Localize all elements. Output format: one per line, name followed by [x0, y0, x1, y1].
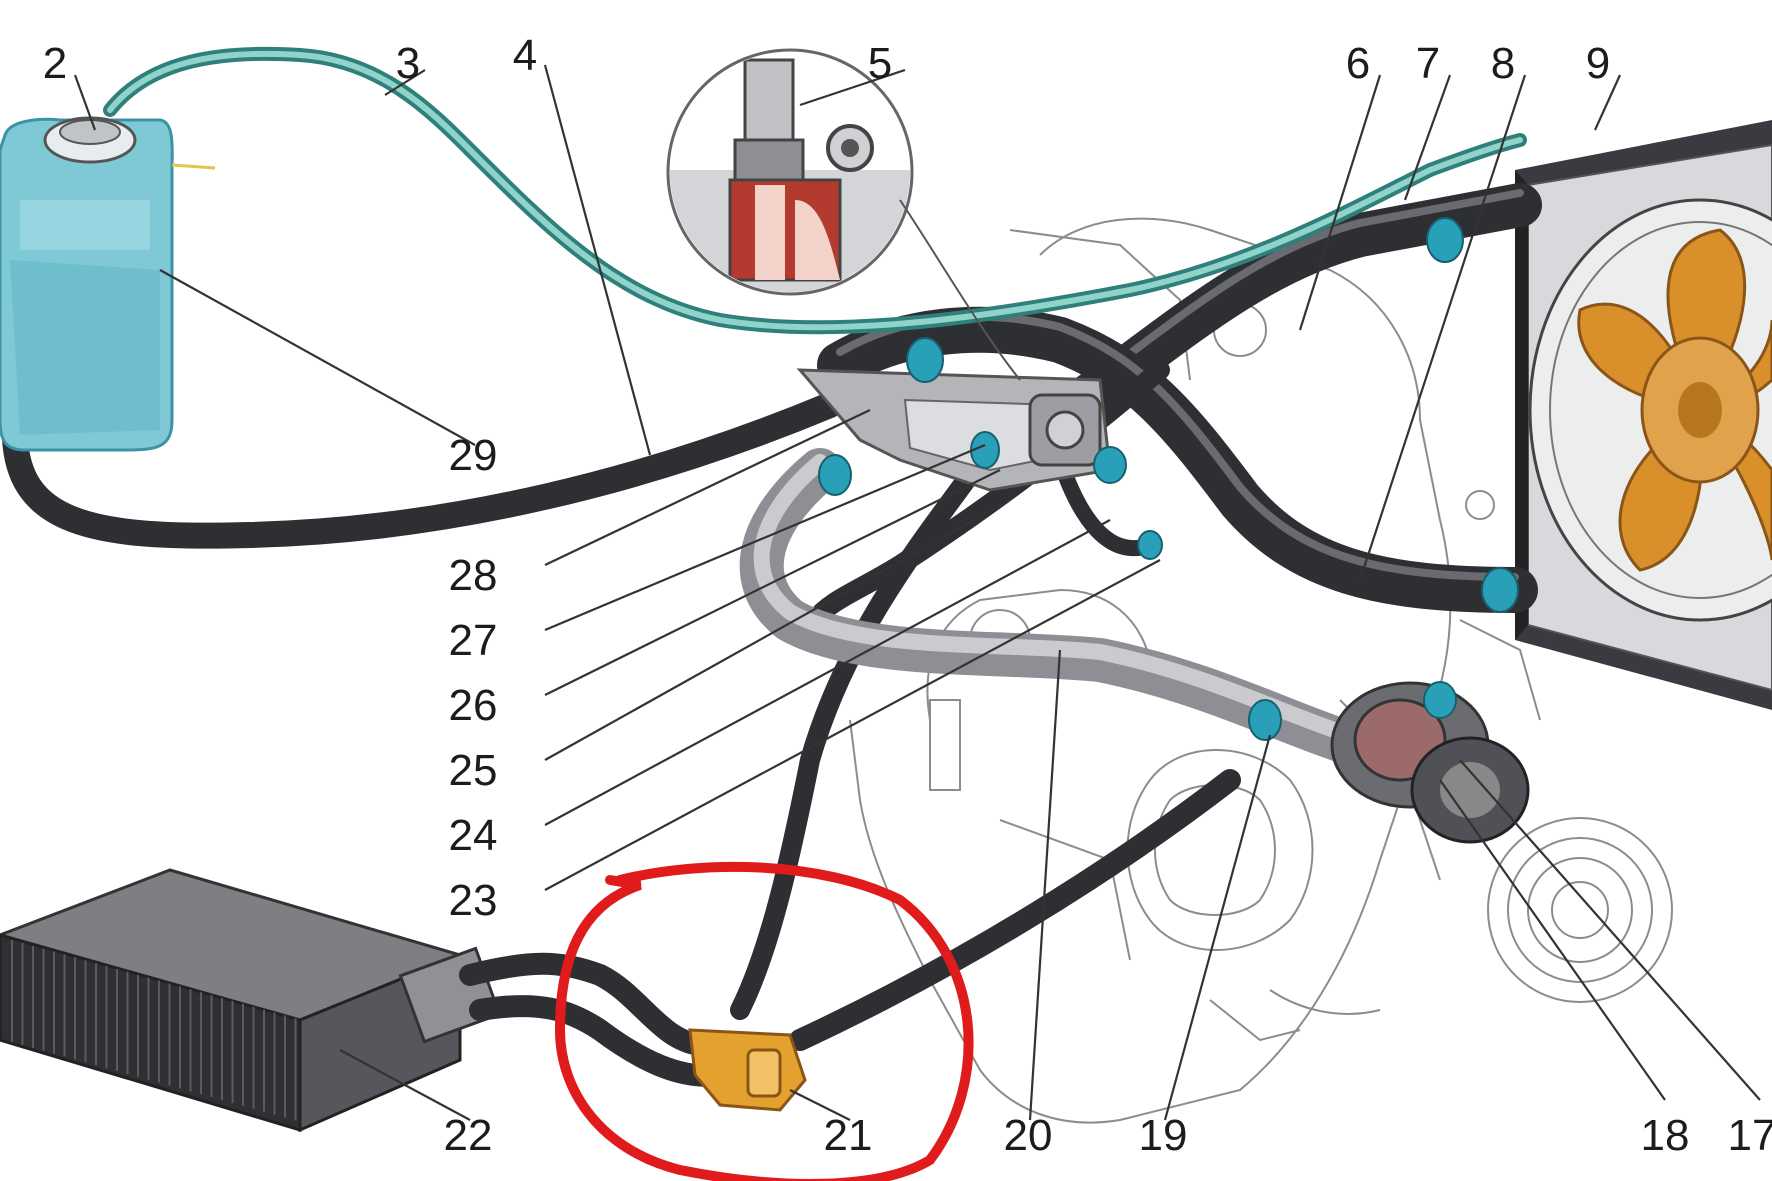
callout-23: 23 [449, 876, 498, 925]
callout-22: 22 [444, 1111, 493, 1160]
hose-clamps [818, 217, 1519, 741]
callout-leaders [73, 64, 1761, 1121]
callout-27: 27 [449, 616, 498, 665]
callout-19: 19 [1139, 1111, 1188, 1160]
fan-icon [1528, 198, 1772, 622]
coolant-overflow-line [103, 46, 1527, 335]
heater-valve-icon [688, 1028, 807, 1112]
callout-9: 9 [1586, 39, 1610, 88]
callout-17: 17 [1728, 1111, 1772, 1160]
callout-3: 3 [396, 39, 420, 88]
heater-core-icon [0, 868, 731, 1133]
callout-8: 8 [1491, 39, 1515, 88]
coolant-pipe [739, 448, 1362, 762]
highlight-circle [554, 861, 974, 1181]
callout-20: 20 [1004, 1111, 1053, 1160]
sensor-detail-icon [666, 48, 1021, 381]
callout-7: 7 [1416, 39, 1440, 88]
callout-18: 18 [1641, 1111, 1690, 1160]
callout-21: 21 [824, 1111, 873, 1160]
callout-6: 6 [1346, 39, 1370, 88]
callout-4: 4 [513, 31, 537, 80]
callout-2: 2 [43, 39, 67, 88]
callout-29: 29 [449, 431, 498, 480]
callout-26: 26 [449, 681, 498, 730]
coolant-hoses [1, 183, 1542, 1051]
callout-5: 5 [868, 39, 892, 88]
callout-24: 24 [449, 811, 498, 860]
callout-28: 28 [449, 551, 498, 600]
callout-25: 25 [449, 746, 498, 795]
expansion-tank-icon [0, 116, 216, 452]
